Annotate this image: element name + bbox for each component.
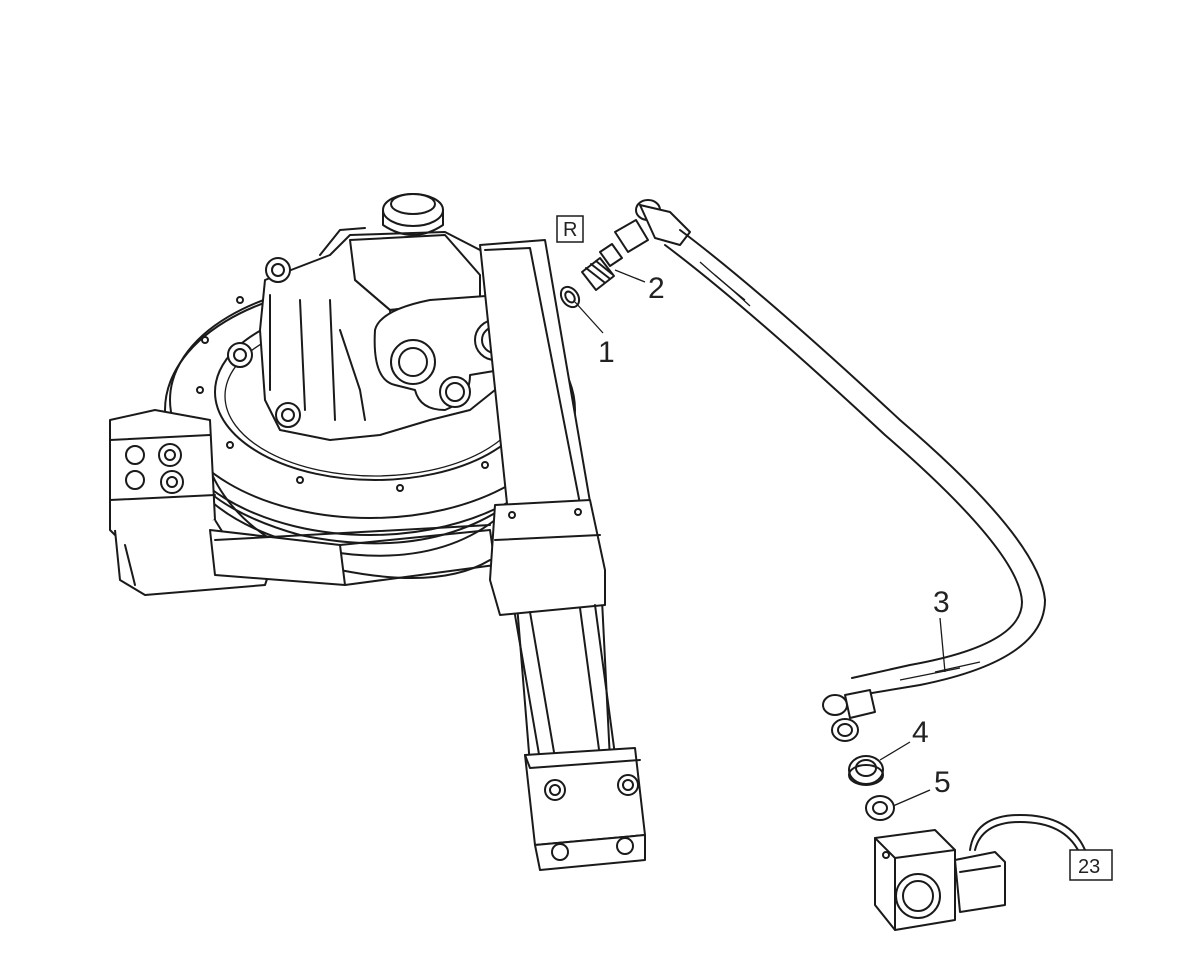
callout-2: 2 bbox=[648, 272, 665, 305]
reference-box-23-label: 23 bbox=[1078, 856, 1100, 878]
reference-box-r: R bbox=[556, 215, 584, 243]
callout-4: 4 bbox=[912, 716, 929, 749]
leader-lines bbox=[574, 269, 946, 807]
callout-5: 5 bbox=[934, 766, 951, 799]
sensor-unit bbox=[874, 814, 1086, 931]
callout-3: 3 bbox=[933, 586, 950, 619]
hydraulic-hose-part-3 bbox=[614, 199, 1046, 742]
callout-1: 1 bbox=[598, 336, 615, 369]
seal-ring-part-5 bbox=[865, 795, 895, 821]
reference-box-r-label: R bbox=[563, 219, 577, 241]
adapter-fitting-part-4 bbox=[848, 755, 884, 786]
rotary-drive-assembly bbox=[109, 193, 576, 596]
linear-arm bbox=[479, 239, 646, 871]
seal-ring-part-1 bbox=[559, 285, 581, 309]
reference-box-23: 23 bbox=[1069, 849, 1113, 881]
adapter-fitting-part-2 bbox=[581, 243, 623, 291]
